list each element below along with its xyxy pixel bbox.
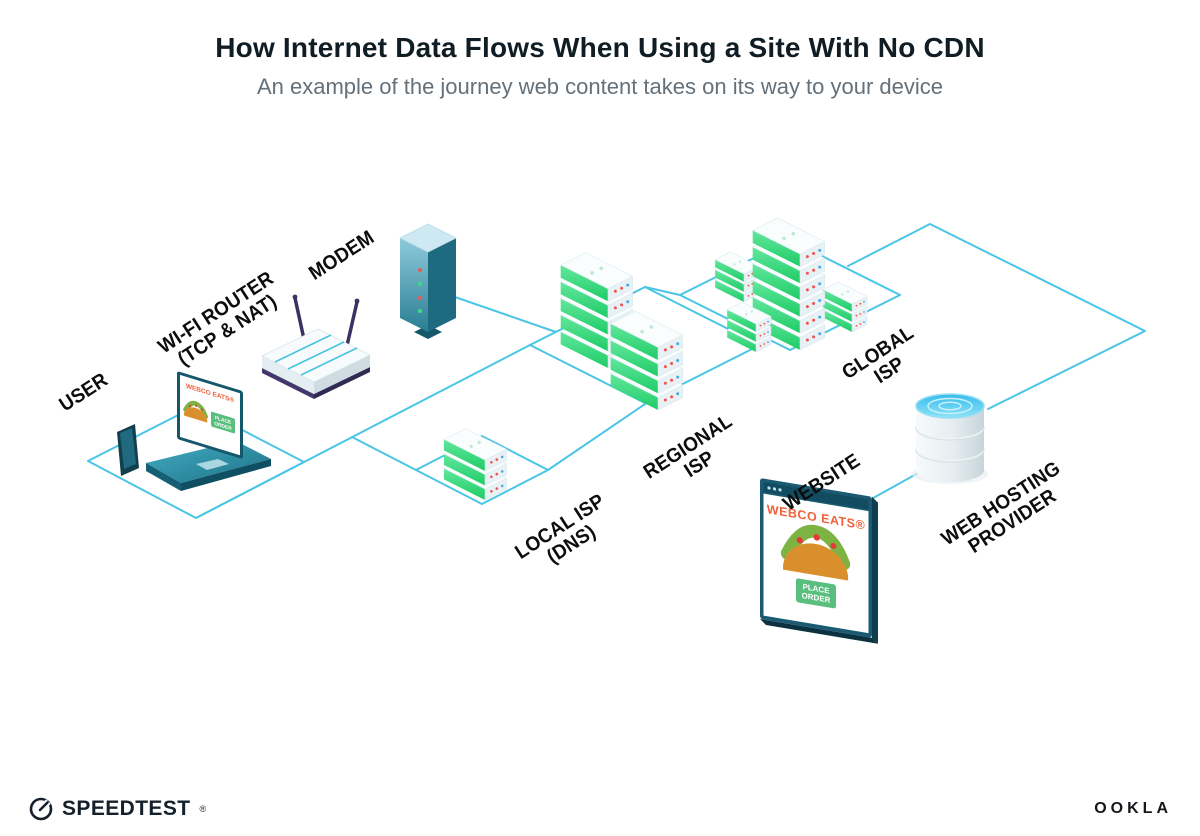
global-to-hosting-line [847,223,1146,410]
page-title: How Internet Data Flows When Using a Sit… [215,32,985,63]
global-isp-servers-small-front [726,301,772,353]
database-water-top-icon [915,393,985,419]
browser-dot-icon [778,488,782,492]
local-isp-servers [443,428,508,501]
browser-dot-icon [767,486,771,490]
website-browser-illustration: WEBCO EATS® PLACE ORDER [760,478,878,644]
modem-led-lights-icon [417,267,423,314]
website-order-button [796,578,836,609]
local-to-regional-line [547,401,649,471]
branch-to-local-isp-line [351,436,417,471]
ookla-logo: OOKLA [1094,800,1172,817]
header: How Internet Data Flows When Using a Sit… [0,32,1200,100]
browser-dot-icon [772,487,777,491]
user-laptop-illustration: WEBCO EATS® PLACE ORDER [117,371,271,491]
laptop-order-button [211,411,235,434]
hosting-to-website-line [865,471,921,503]
global-isp-servers-main [752,217,826,351]
page-subtitle: An example of the journey web content ta… [256,74,944,99]
phone-icon [117,424,139,476]
modem-to-regional-line [451,295,557,333]
modem-illustration [399,223,457,339]
wifi-router-illustration [261,294,371,399]
laptop-order-text1: PLACE [215,415,232,426]
speedtest-gauge-icon [29,797,53,821]
speedtest-logo: SPEEDTEST ® [28,796,207,822]
speedtest-reg-mark: ® [199,804,207,814]
laptop-order-text2: ORDER [214,421,232,432]
speedtest-wordmark: SPEEDTEST [62,797,191,820]
browser-top-bar [763,482,869,510]
regional-isp-servers-front [610,310,684,411]
user-to-regional-line [195,344,531,519]
regional-to-global-line [644,286,681,296]
global-isp-servers-small-right [822,281,868,333]
web-hosting-illustration [912,393,988,484]
footer: SPEEDTEST ® OOKLA [0,796,1200,822]
laptop-screen: WEBCO EATS® PLACE ORDER [177,371,243,459]
